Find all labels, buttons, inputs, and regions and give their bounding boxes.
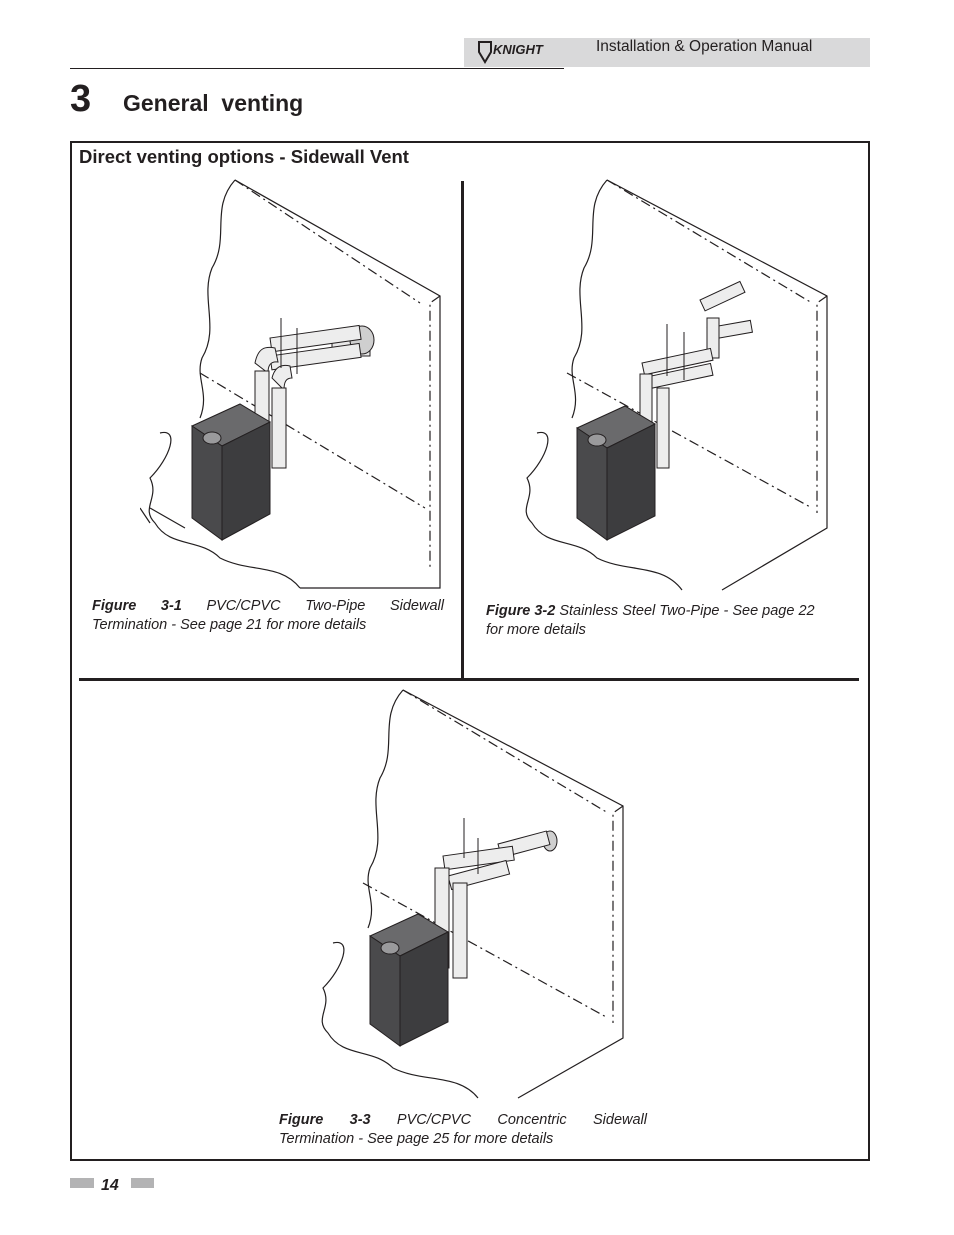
manual-title: Installation & Operation Manual	[596, 38, 813, 55]
figure-label: Figure	[92, 598, 137, 614]
chapter-title: General venting	[123, 90, 304, 116]
caption-word: Sidewall	[592, 1112, 647, 1128]
caption-line1: Stainless Steel Two-Pipe - See page 22	[559, 603, 815, 619]
page-bar-right	[131, 1178, 154, 1188]
header-rule	[70, 68, 564, 69]
caption-word: Concentric	[497, 1112, 567, 1128]
caption-word: PVC/CPVC	[206, 598, 281, 614]
figure-3-2-caption: Figure 3-2 Stainless Steel Two-Pipe - Se…	[486, 602, 854, 640]
figure-number: 3-2	[534, 603, 556, 619]
caption-word: Two-Pipe	[305, 598, 366, 614]
caption-word: Sidewall	[389, 598, 444, 614]
vertical-divider	[461, 181, 464, 679]
knight-logo: KNIGHT	[477, 38, 551, 64]
figure-number: 3-1	[160, 598, 182, 614]
figure-label: Figure	[486, 603, 531, 619]
figure-3-3-illustration	[318, 678, 638, 1102]
figure-label: Figure	[279, 1112, 324, 1128]
figure-3-2-illustration	[522, 178, 842, 598]
figure-frame	[70, 141, 870, 1161]
caption-line2: for more details	[486, 622, 586, 638]
horizontal-divider	[79, 678, 859, 681]
page-number: 14	[101, 1177, 119, 1194]
figure-number: 3-3	[349, 1112, 371, 1128]
figure-3-1-caption: Figure 3-1 PVC/CPVC Two-Pipe Sidewall Te…	[92, 597, 444, 635]
figure-3-3-caption: Figure 3-3 PVC/CPVC Concentric Sidewall …	[279, 1111, 647, 1149]
header-band	[464, 38, 870, 67]
caption-line2: Termination - See page 21 for more detai…	[92, 617, 367, 633]
section-title: Direct venting options - Sidewall Vent	[79, 146, 409, 167]
logo-text: KNIGHT	[493, 42, 544, 57]
page-bar-left	[70, 1178, 94, 1188]
figure-3-1-illustration	[140, 178, 450, 598]
caption-word: PVC/CPVC	[396, 1112, 472, 1128]
chapter-number: 3	[70, 78, 92, 120]
caption-line2: Termination - See page 25 for more detai…	[279, 1131, 554, 1147]
